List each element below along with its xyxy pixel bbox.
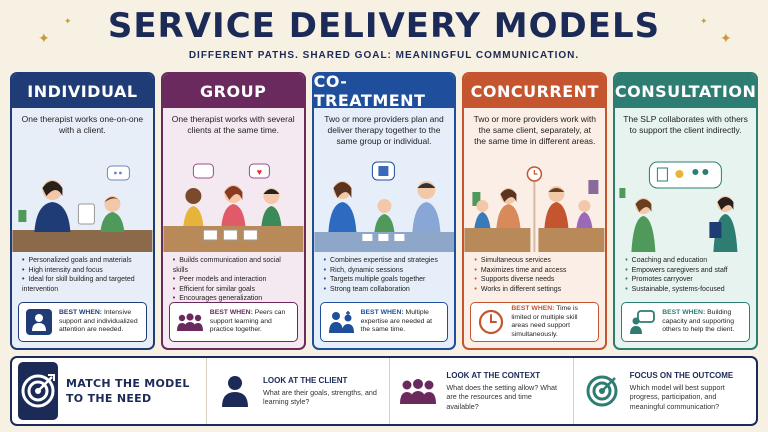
- page-title: SERVICE DELIVERY MODELS: [107, 6, 661, 46]
- bullet-item: Ideal for skill building and targeted in…: [22, 275, 145, 294]
- card-description: Two or more providers work with the same…: [473, 114, 596, 146]
- card-consultation: CONSULTATION The SLP collaborates with o…: [613, 72, 758, 350]
- bullet-item: Empowers caregivers and staff: [625, 266, 748, 276]
- best-when-box: BEST WHEN: Multiple expertise are needed…: [319, 302, 449, 342]
- sparkle-icon: ✦: [700, 16, 708, 26]
- best-when-text: Intensive support and individualized att…: [59, 309, 138, 334]
- footer-hero: MATCH THE MODEL TO THE NEED: [12, 358, 207, 424]
- bullet-item: Works in different settings: [474, 285, 597, 295]
- illustration-co-treatment: [313, 160, 455, 252]
- bullet-item: Targets multiple goals together: [324, 275, 447, 285]
- best-when-box: BEST WHEN: Time is limited or multiple s…: [470, 302, 600, 342]
- footer-column-text: What are their goals, strengths, and lea…: [263, 387, 377, 407]
- best-when-label: BEST WHEN:: [511, 305, 555, 312]
- card-description: Two or more providers plan and deliver t…: [324, 114, 444, 146]
- person-icon: [215, 371, 255, 411]
- illustration-consultation: [615, 160, 756, 252]
- person-icon: [24, 307, 54, 337]
- bullet-item: Simultaneous services: [474, 256, 597, 266]
- card-bullets: Builds communication and social skills P…: [163, 252, 304, 302]
- bullet-item: Sustainable, systems-focused: [625, 285, 748, 295]
- bullet-item: Strong team collaboration: [324, 285, 447, 295]
- page-subtitle: DIFFERENT PATHS. SHARED GOAL: MEANINGFUL…: [188, 50, 580, 61]
- best-when-box: BEST WHEN: Intensive support and individ…: [18, 302, 147, 342]
- card-description: The SLP collaborates with others to supp…: [623, 114, 748, 135]
- target-icon: [18, 362, 58, 420]
- card-description: One therapist works with several clients…: [171, 114, 295, 135]
- footer-column-text: Which model will best support progress, …: [629, 382, 725, 411]
- sparkle-icon: ✦: [38, 30, 50, 46]
- illustration-individual: [12, 160, 153, 252]
- bullet-item: High intensity and focus: [22, 266, 145, 276]
- card-group: GROUP One therapist works with several c…: [160, 72, 306, 350]
- card-individual: INDIVIDUAL One therapist works one-on-on…: [10, 72, 155, 350]
- best-when-label: BEST WHEN:: [209, 309, 253, 317]
- footer-context: LOOK AT THE CONTEXT What does the settin…: [390, 358, 574, 424]
- card-title: INDIVIDUAL: [12, 74, 153, 108]
- card-title: CO-TREATMENT: [313, 74, 455, 110]
- best-when-label: BEST WHEN:: [360, 309, 404, 317]
- chat-icon: [627, 307, 657, 337]
- best-when-box: BEST WHEN: Peers can support learning an…: [168, 302, 298, 342]
- footer-hero-text: MATCH THE MODEL TO THE NEED: [66, 377, 190, 405]
- sparkle-icon: ✦: [720, 30, 732, 46]
- illustration-concurrent: [464, 160, 605, 252]
- bullet-item: Efficient for similar goals: [173, 285, 296, 295]
- best-when-label: BEST WHEN:: [59, 309, 103, 317]
- best-when-box: BEST WHEN: Building capacity and support…: [621, 302, 750, 342]
- team-icon: [326, 307, 356, 337]
- footer-column-text: What does the setting allow? What are th…: [446, 382, 557, 411]
- clock-icon: [476, 307, 506, 337]
- card-title: CONCURRENT: [464, 74, 606, 108]
- card-co-treatment: CO-TREATMENT Two or more providers plan …: [311, 72, 457, 350]
- best-when-text: Peers can support learning and practice …: [209, 309, 286, 334]
- best-when-text: Multiple expertise are needed at the sam…: [360, 309, 433, 334]
- footer-column-title: LOOK AT THE CONTEXT: [446, 370, 541, 380]
- bullet-item: Maximizes time and access: [474, 266, 597, 276]
- best-when-text: Building capacity and supporting others …: [662, 309, 735, 334]
- card-concurrent: CONCURRENT Two or more providers work wi…: [462, 72, 608, 350]
- bullet-item: Encourages generalization: [173, 294, 296, 304]
- footer-panel: MATCH THE MODEL TO THE NEED LOOK AT THE …: [10, 356, 758, 426]
- bullet-item: Combines expertise and strategies: [324, 256, 447, 266]
- target-icon: [582, 371, 622, 411]
- bullet-item: Promotes carryover: [625, 275, 748, 285]
- card-title: GROUP: [162, 74, 304, 108]
- bullet-item: Personalized goals and materials: [22, 256, 145, 266]
- footer-client: LOOK AT THE CLIENT What are their goals,…: [207, 358, 391, 424]
- bullet-item: Builds communication and social skills: [173, 256, 296, 275]
- best-when-label: BEST WHEN:: [662, 309, 706, 317]
- illustration-group: ♥: [163, 160, 304, 252]
- footer-column-title: LOOK AT THE CLIENT: [263, 375, 348, 385]
- model-cards: INDIVIDUAL One therapist works one-on-on…: [10, 72, 758, 350]
- svg-text:♥: ♥: [257, 167, 262, 177]
- card-bullets: Personalized goals and materials High in…: [12, 252, 153, 298]
- card-bullets: Simultaneous services Maximizes time and…: [464, 252, 605, 298]
- card-bullets: Combines expertise and strategies Rich, …: [314, 252, 455, 298]
- bullet-item: Rich, dynamic sessions: [324, 266, 447, 276]
- bullet-item: Peer models and interaction: [173, 275, 296, 285]
- footer-outcome: FOCUS ON THE OUTCOME Which model will be…: [574, 358, 756, 424]
- sparkle-icon: ✦: [64, 16, 72, 26]
- footer-column-title: FOCUS ON THE OUTCOME: [629, 370, 734, 380]
- bullet-item: Coaching and education: [625, 256, 748, 266]
- group-icon: [175, 307, 205, 337]
- card-description: One therapist works one-on-one with a cl…: [21, 114, 144, 135]
- bullet-item: Supports diverse needs: [474, 275, 597, 285]
- best-when-text: Time is limited or multiple skill areas …: [511, 305, 578, 338]
- card-bullets: Coaching and education Empowers caregive…: [615, 252, 756, 298]
- card-title: CONSULTATION: [615, 74, 756, 108]
- group-icon: [398, 371, 438, 411]
